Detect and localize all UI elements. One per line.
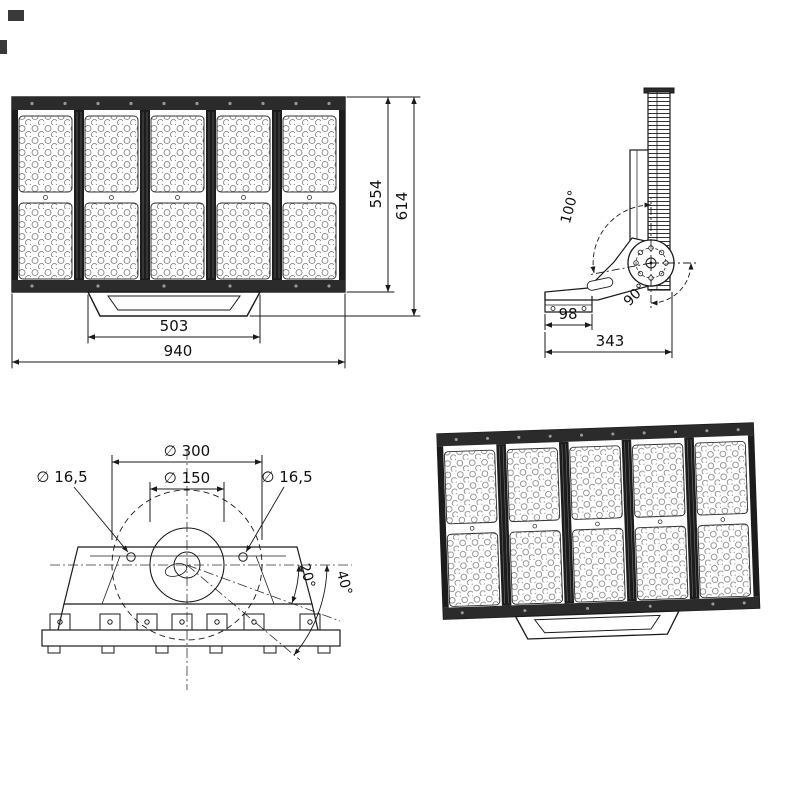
leader-hole-right bbox=[245, 486, 285, 553]
dim-label-503: 503 bbox=[160, 317, 189, 335]
isometric-view bbox=[437, 423, 760, 642]
aiming-angle-arcs bbox=[291, 564, 330, 656]
dim-inner-circle bbox=[149, 482, 225, 522]
dim-bracket-width bbox=[87, 294, 261, 344]
front-view: 554 614 503 940 bbox=[11, 96, 421, 369]
dim-label-d150: ∅ 150 bbox=[164, 469, 210, 487]
dim-width-total bbox=[11, 293, 346, 369]
crop-artifact-marks bbox=[0, 10, 24, 54]
hole-16-5-left bbox=[126, 552, 136, 562]
fixture-front bbox=[12, 97, 345, 316]
hole-16-5-right bbox=[238, 552, 248, 562]
angle-label-100: 100° bbox=[558, 189, 582, 226]
dim-label-d165-right: ∅ 16,5 bbox=[261, 468, 312, 486]
side-view: 100° 90° 98 343 bbox=[544, 87, 696, 358]
dim-label-d300: ∅ 300 bbox=[164, 442, 210, 460]
dim-label-343: 343 bbox=[596, 332, 625, 350]
fixture-isometric bbox=[437, 423, 760, 642]
dim-label-d165-left: ∅ 16,5 bbox=[36, 468, 87, 486]
dim-label-554: 554 bbox=[367, 180, 385, 209]
circle-150 bbox=[149, 527, 225, 603]
angle-label-40: 40° bbox=[333, 569, 355, 597]
dim-depth-total bbox=[544, 292, 673, 358]
angle-label-20: 20° bbox=[296, 562, 318, 590]
dim-height-total bbox=[249, 96, 421, 317]
dim-label-614: 614 bbox=[393, 192, 411, 221]
yoke-bracket bbox=[41, 546, 341, 654]
tilt-angle-arcs bbox=[587, 198, 696, 308]
dim-label-940: 940 bbox=[164, 342, 193, 360]
dim-label-98: 98 bbox=[558, 305, 577, 323]
dim-foot-depth bbox=[544, 314, 593, 330]
clamp-blocks bbox=[49, 613, 321, 631]
leader-hole-left bbox=[73, 486, 129, 553]
dim-bolt-circle bbox=[111, 455, 263, 540]
bottom-view: 20° 40° ∅ 300 ∅ 150 ∅ 16,5 ∅ 16,5 bbox=[36, 442, 355, 690]
